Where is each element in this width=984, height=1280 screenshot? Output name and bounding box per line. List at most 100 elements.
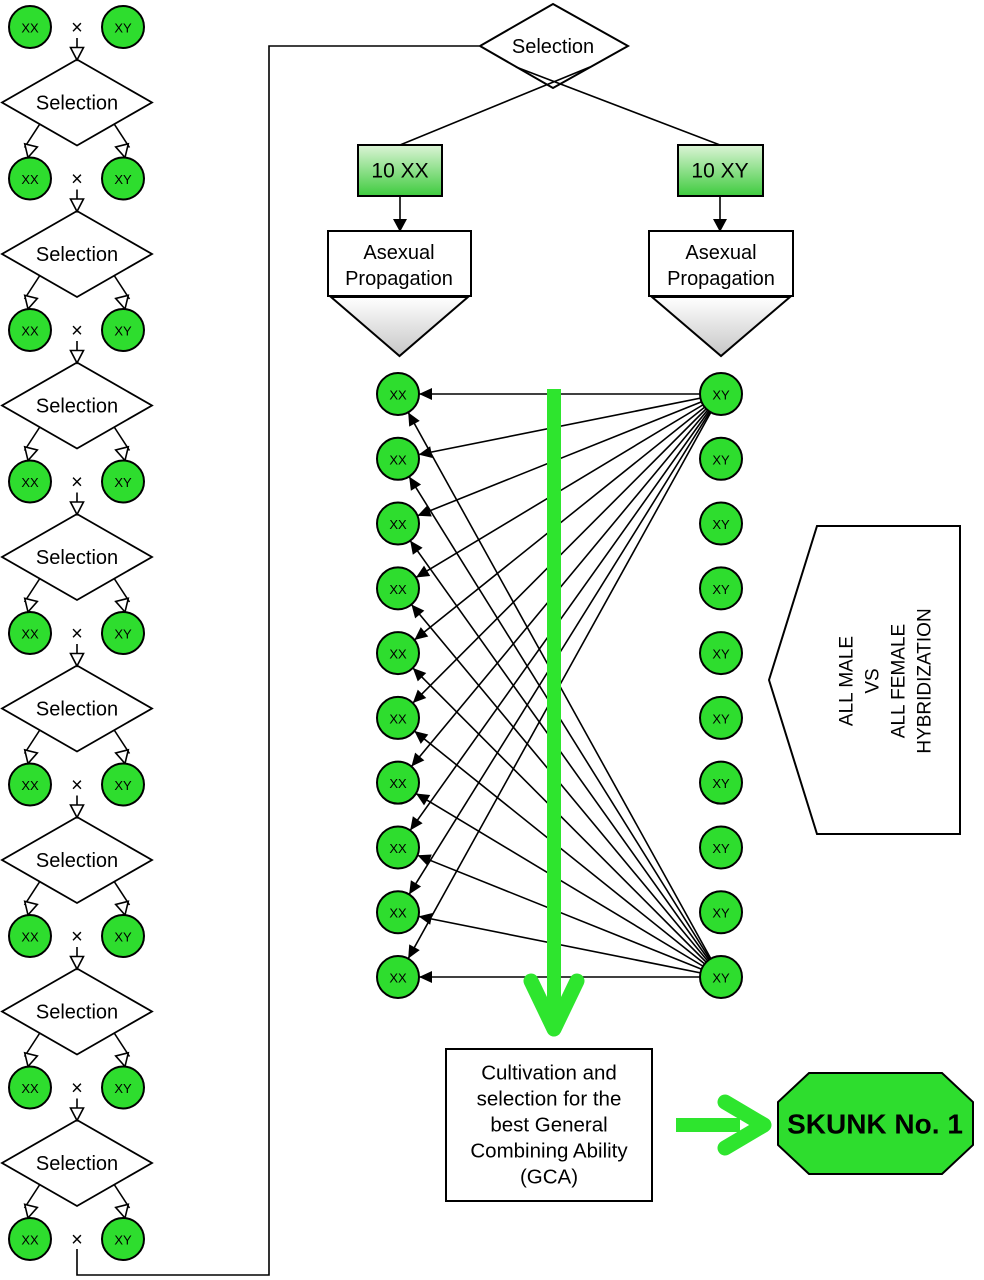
selection-to-10xy-line [515, 66, 721, 146]
solid-arrowhead-icon [418, 913, 433, 925]
grid-xy-circle [699, 372, 743, 416]
open-arrowhead-icon [23, 1051, 39, 1069]
solid-arrowhead-icon [410, 816, 423, 831]
hybridization-callout-text: ALL MALE VS ALL FEMALE HYBRIDIZATION [837, 608, 936, 753]
solid-arrowhead-icon [409, 880, 422, 895]
solid-arrowhead-icon [415, 793, 431, 806]
parent-xy-circle [101, 1217, 145, 1261]
grid-xx-circle [376, 760, 420, 805]
selection-label: Selection [36, 699, 118, 721]
grid-xy-circle [699, 695, 743, 740]
parent-xy-circle-label: XY [114, 1081, 132, 1096]
gca-line-4: Combining Ability [470, 1140, 628, 1163]
cross-symbol: × [71, 926, 83, 948]
grid-xy-circle-label: XY [712, 711, 730, 726]
parent-xx-circle [8, 308, 52, 352]
open-arrowhead-icon [69, 652, 85, 668]
open-arrowhead-icon [69, 804, 85, 820]
parent-xy-circle [101, 5, 145, 49]
asexual-propagation-left-box [327, 230, 472, 297]
group-10xy-label: 10 XY [691, 160, 748, 183]
grid-xx-circle-label: XX [389, 971, 407, 986]
parent-xy-circle-label: XY [114, 21, 132, 36]
parent-xx-circle [8, 1065, 52, 1110]
solid-arrowhead-icon [409, 476, 422, 491]
open-arrowhead-icon [23, 294, 39, 311]
selection-label: Selection [36, 1153, 118, 1175]
gca-line-3: best General [490, 1114, 607, 1137]
parent-xy-circle-label: XY [114, 475, 132, 490]
parent-xx-circle-label: XX [21, 21, 39, 36]
parent-xy-circle-label: XY [114, 627, 132, 642]
open-arrowhead-icon [69, 46, 85, 62]
parent-xy-circle-label: XY [114, 930, 132, 945]
solid-arrowhead-icon [408, 944, 420, 959]
asexual-propagation-right-box [648, 230, 794, 297]
open-arrowhead-icon [23, 445, 39, 463]
parent-xy-circle [101, 156, 145, 201]
grid-xx-circle-label: XX [389, 517, 407, 532]
solid-arrowhead-icon [393, 219, 407, 232]
parent-xx-circle-label: XX [21, 627, 39, 642]
green-down-arrow-icon [523, 389, 585, 1037]
grid-xy-circle-label: XY [712, 388, 730, 403]
selection-diamond [0, 361, 154, 450]
parent-xy-circle-label: XY [114, 1233, 132, 1248]
solid-arrowhead-icon [419, 388, 432, 400]
grid-xy-circle [699, 825, 743, 870]
grid-xx-circle-label: XX [389, 906, 407, 921]
grid-xx-circle-label: XX [389, 388, 407, 403]
grid-xy-circle-label: XY [712, 582, 730, 597]
cross-symbol: × [71, 169, 83, 191]
selection-diamond [0, 967, 154, 1056]
open-arrowhead-icon [23, 748, 39, 766]
parent-xx-circle-label: XX [21, 172, 39, 187]
grid-xy-circle-label: XY [712, 776, 730, 791]
grid-xy-circle [699, 890, 743, 935]
callout-line-1: ALL MALE [837, 636, 858, 726]
grid-xy-circle-label: XY [712, 971, 730, 986]
open-arrowhead-icon [69, 1107, 85, 1123]
selection-label: Selection [36, 396, 118, 418]
grid-xy-circle-label: XY [712, 517, 730, 532]
parent-xx-circle [8, 1217, 52, 1261]
selection-label: Selection [36, 244, 118, 266]
open-arrowhead-icon [69, 198, 85, 214]
grid-xx-circle [376, 825, 420, 870]
group-10xy-box [677, 144, 764, 197]
grid-xx-circle [376, 566, 420, 611]
open-arrowhead-icon [114, 1051, 130, 1069]
grid-xy-circle [699, 631, 743, 676]
grid-xx-circle [376, 955, 420, 999]
selection-label: Selection [36, 93, 118, 115]
final-selection-label: Selection [512, 36, 594, 58]
open-arrowhead-icon [69, 955, 85, 971]
left-selection-column: SelectionXX×XYSelectionXX×XYSelectionXX×… [0, 5, 154, 1261]
grid-xx-circle [376, 372, 420, 416]
selection-diamond [0, 58, 154, 147]
open-arrowhead-icon [114, 445, 130, 463]
open-arrowhead-icon [23, 1203, 39, 1220]
asexual-propagation-left-line2: Propagation [345, 268, 453, 290]
grid-xy-circle-label: XY [712, 841, 730, 856]
open-arrowhead-icon [23, 900, 39, 917]
selection-diamond [0, 209, 154, 299]
selection-diamond [0, 664, 154, 753]
asexual-propagation-right-line1: Asexual [685, 242, 756, 264]
open-arrowhead-icon [114, 142, 130, 160]
open-arrowhead-icon [23, 142, 39, 160]
parent-xx-circle [8, 762, 52, 807]
cross-symbol: × [71, 320, 83, 342]
callout-line-3: ALL FEMALE [889, 624, 910, 738]
open-arrowhead-icon [114, 597, 130, 614]
cross-symbol: × [71, 1229, 83, 1251]
parent-xy-circle [101, 611, 145, 655]
grid-xy-circle [699, 501, 743, 546]
cross-symbol: × [71, 17, 83, 39]
solid-arrowhead-icon [713, 219, 727, 232]
funnel-right [649, 296, 793, 358]
parent-xx-circle [8, 156, 52, 201]
grid-xy-circle [699, 955, 743, 999]
